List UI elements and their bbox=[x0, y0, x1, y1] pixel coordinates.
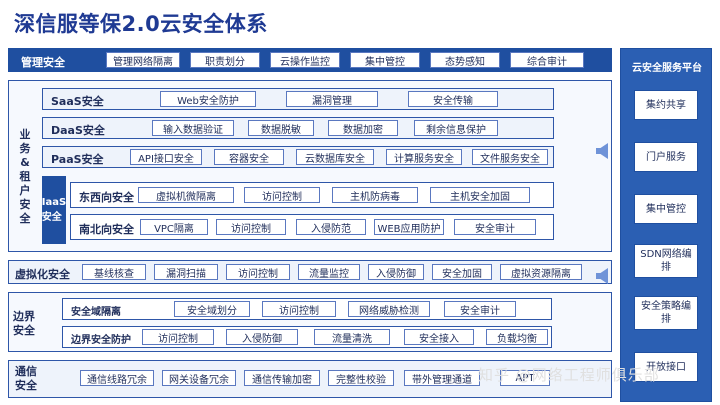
border-label: 边界安全 bbox=[12, 310, 36, 338]
border-protection-item: 入侵防御 bbox=[226, 329, 298, 345]
virt-item: 入侵防御 bbox=[368, 264, 424, 280]
arrow-left-icon bbox=[596, 143, 608, 159]
virt-item: 漏洞扫描 bbox=[154, 264, 218, 280]
iaas-label: IaaS安全 bbox=[41, 197, 67, 223]
border-isolation-item: 访问控制 bbox=[262, 301, 336, 317]
border-isolation-item: 网络威胁检测 bbox=[348, 301, 430, 317]
iaas-ns-item: VPC隔离 bbox=[140, 219, 208, 235]
platform-item: 安全策略编排 bbox=[634, 296, 698, 330]
paas-item: 容器安全 bbox=[214, 149, 284, 165]
comm-item: 通信线路冗余 bbox=[80, 370, 154, 386]
saas-item: 安全传输 bbox=[408, 91, 498, 107]
comm-item: 网关设备冗余 bbox=[162, 370, 236, 386]
watermark: 知乎 @网络工程师俱乐部 bbox=[478, 366, 660, 384]
border-protection-item: 安全接入 bbox=[404, 329, 474, 345]
paas-item: 计算服务安全 bbox=[386, 149, 462, 165]
iaas-ns-item: 入侵防范 bbox=[296, 219, 366, 235]
border-isolation-item: 安全域划分 bbox=[174, 301, 250, 317]
mgmt-item: 态势感知 bbox=[430, 52, 500, 68]
border-protection-item: 流量清洗 bbox=[314, 329, 390, 345]
iaas-ew-item: 虚拟机微隔离 bbox=[138, 187, 234, 203]
iaas-ew-item: 访问控制 bbox=[244, 187, 320, 203]
page-title: 深信服等保2.0云安全体系 bbox=[14, 12, 268, 36]
comm-item: APT bbox=[500, 370, 550, 386]
iaas-ew-label: 东西向安全 bbox=[79, 191, 134, 204]
comm-item: 通信传输加密 bbox=[244, 370, 320, 386]
business-label: 业务&租户安全 bbox=[14, 128, 36, 226]
mgmt-item: 集中管控 bbox=[350, 52, 420, 68]
paas-item: 文件服务安全 bbox=[472, 149, 548, 165]
iaas-ns-label: 南北向安全 bbox=[79, 223, 134, 236]
comm-item: 完整性校验 bbox=[328, 370, 394, 386]
platform-item: 门户服务 bbox=[634, 142, 698, 172]
daas-label: DaaS安全 bbox=[51, 124, 105, 137]
border-protection-row: 边界安全防护 bbox=[62, 326, 552, 348]
daas-item: 数据加密 bbox=[328, 120, 398, 136]
saas-item: Web安全防护 bbox=[160, 91, 256, 107]
saas-label: SaaS安全 bbox=[51, 95, 104, 108]
paas-label: PaaS安全 bbox=[51, 153, 104, 166]
platform-item: SDN网络编排 bbox=[634, 244, 698, 278]
iaas-bar bbox=[42, 176, 66, 244]
virt-item: 虚拟资源隔离 bbox=[500, 264, 582, 280]
platform-item: 开放接口 bbox=[634, 352, 698, 382]
virt-label: 虚拟化安全 bbox=[15, 268, 70, 281]
mgmt-label: 管理安全 bbox=[21, 56, 65, 69]
daas-item: 输入数据验证 bbox=[152, 120, 234, 136]
platform-item: 集中管控 bbox=[634, 194, 698, 224]
arrow-left-icon bbox=[596, 268, 608, 284]
paas-item: 云数据库安全 bbox=[296, 149, 374, 165]
virt-item: 安全加固 bbox=[432, 264, 492, 280]
border-protection-label: 边界安全防护 bbox=[71, 335, 131, 346]
comm-label: 通信安全 bbox=[15, 365, 37, 392]
saas-item: 漏洞管理 bbox=[286, 91, 378, 107]
border-isolation-item: 安全审计 bbox=[444, 301, 516, 317]
iaas-ew-item: 主机防病毒 bbox=[332, 187, 418, 203]
iaas-ew-item: 主机安全加固 bbox=[430, 187, 530, 203]
virt-item: 访问控制 bbox=[226, 264, 290, 280]
platform-item: 集约共享 bbox=[634, 90, 698, 120]
border-protection-item: 访问控制 bbox=[142, 329, 214, 345]
border-isolation-label: 安全域隔离 bbox=[71, 307, 121, 318]
border-label-text: 边界安全 bbox=[13, 310, 35, 337]
mgmt-item: 综合审计 bbox=[510, 52, 584, 68]
paas-item: API接口安全 bbox=[130, 149, 202, 165]
comm-item: 带外管理通道 bbox=[404, 370, 480, 386]
business-label-text: 业务&租户安全 bbox=[19, 128, 31, 225]
mgmt-item: 管理网络隔离 bbox=[106, 52, 180, 68]
iaas-ns-item: 访问控制 bbox=[216, 219, 286, 235]
iaas-ns-item: 安全审计 bbox=[454, 219, 536, 235]
daas-item: 剩余信息保护 bbox=[414, 120, 498, 136]
platform-title: 云安全服务平台 bbox=[632, 63, 702, 74]
daas-item: 数据脱敏 bbox=[248, 120, 314, 136]
iaas-ns-item: WEB应用防护 bbox=[374, 219, 444, 235]
virt-item: 基线核查 bbox=[82, 264, 146, 280]
border-protection-item: 负载均衡 bbox=[486, 329, 548, 345]
mgmt-item: 云操作监控 bbox=[270, 52, 340, 68]
mgmt-item: 职责划分 bbox=[190, 52, 260, 68]
virt-item: 流量监控 bbox=[298, 264, 360, 280]
